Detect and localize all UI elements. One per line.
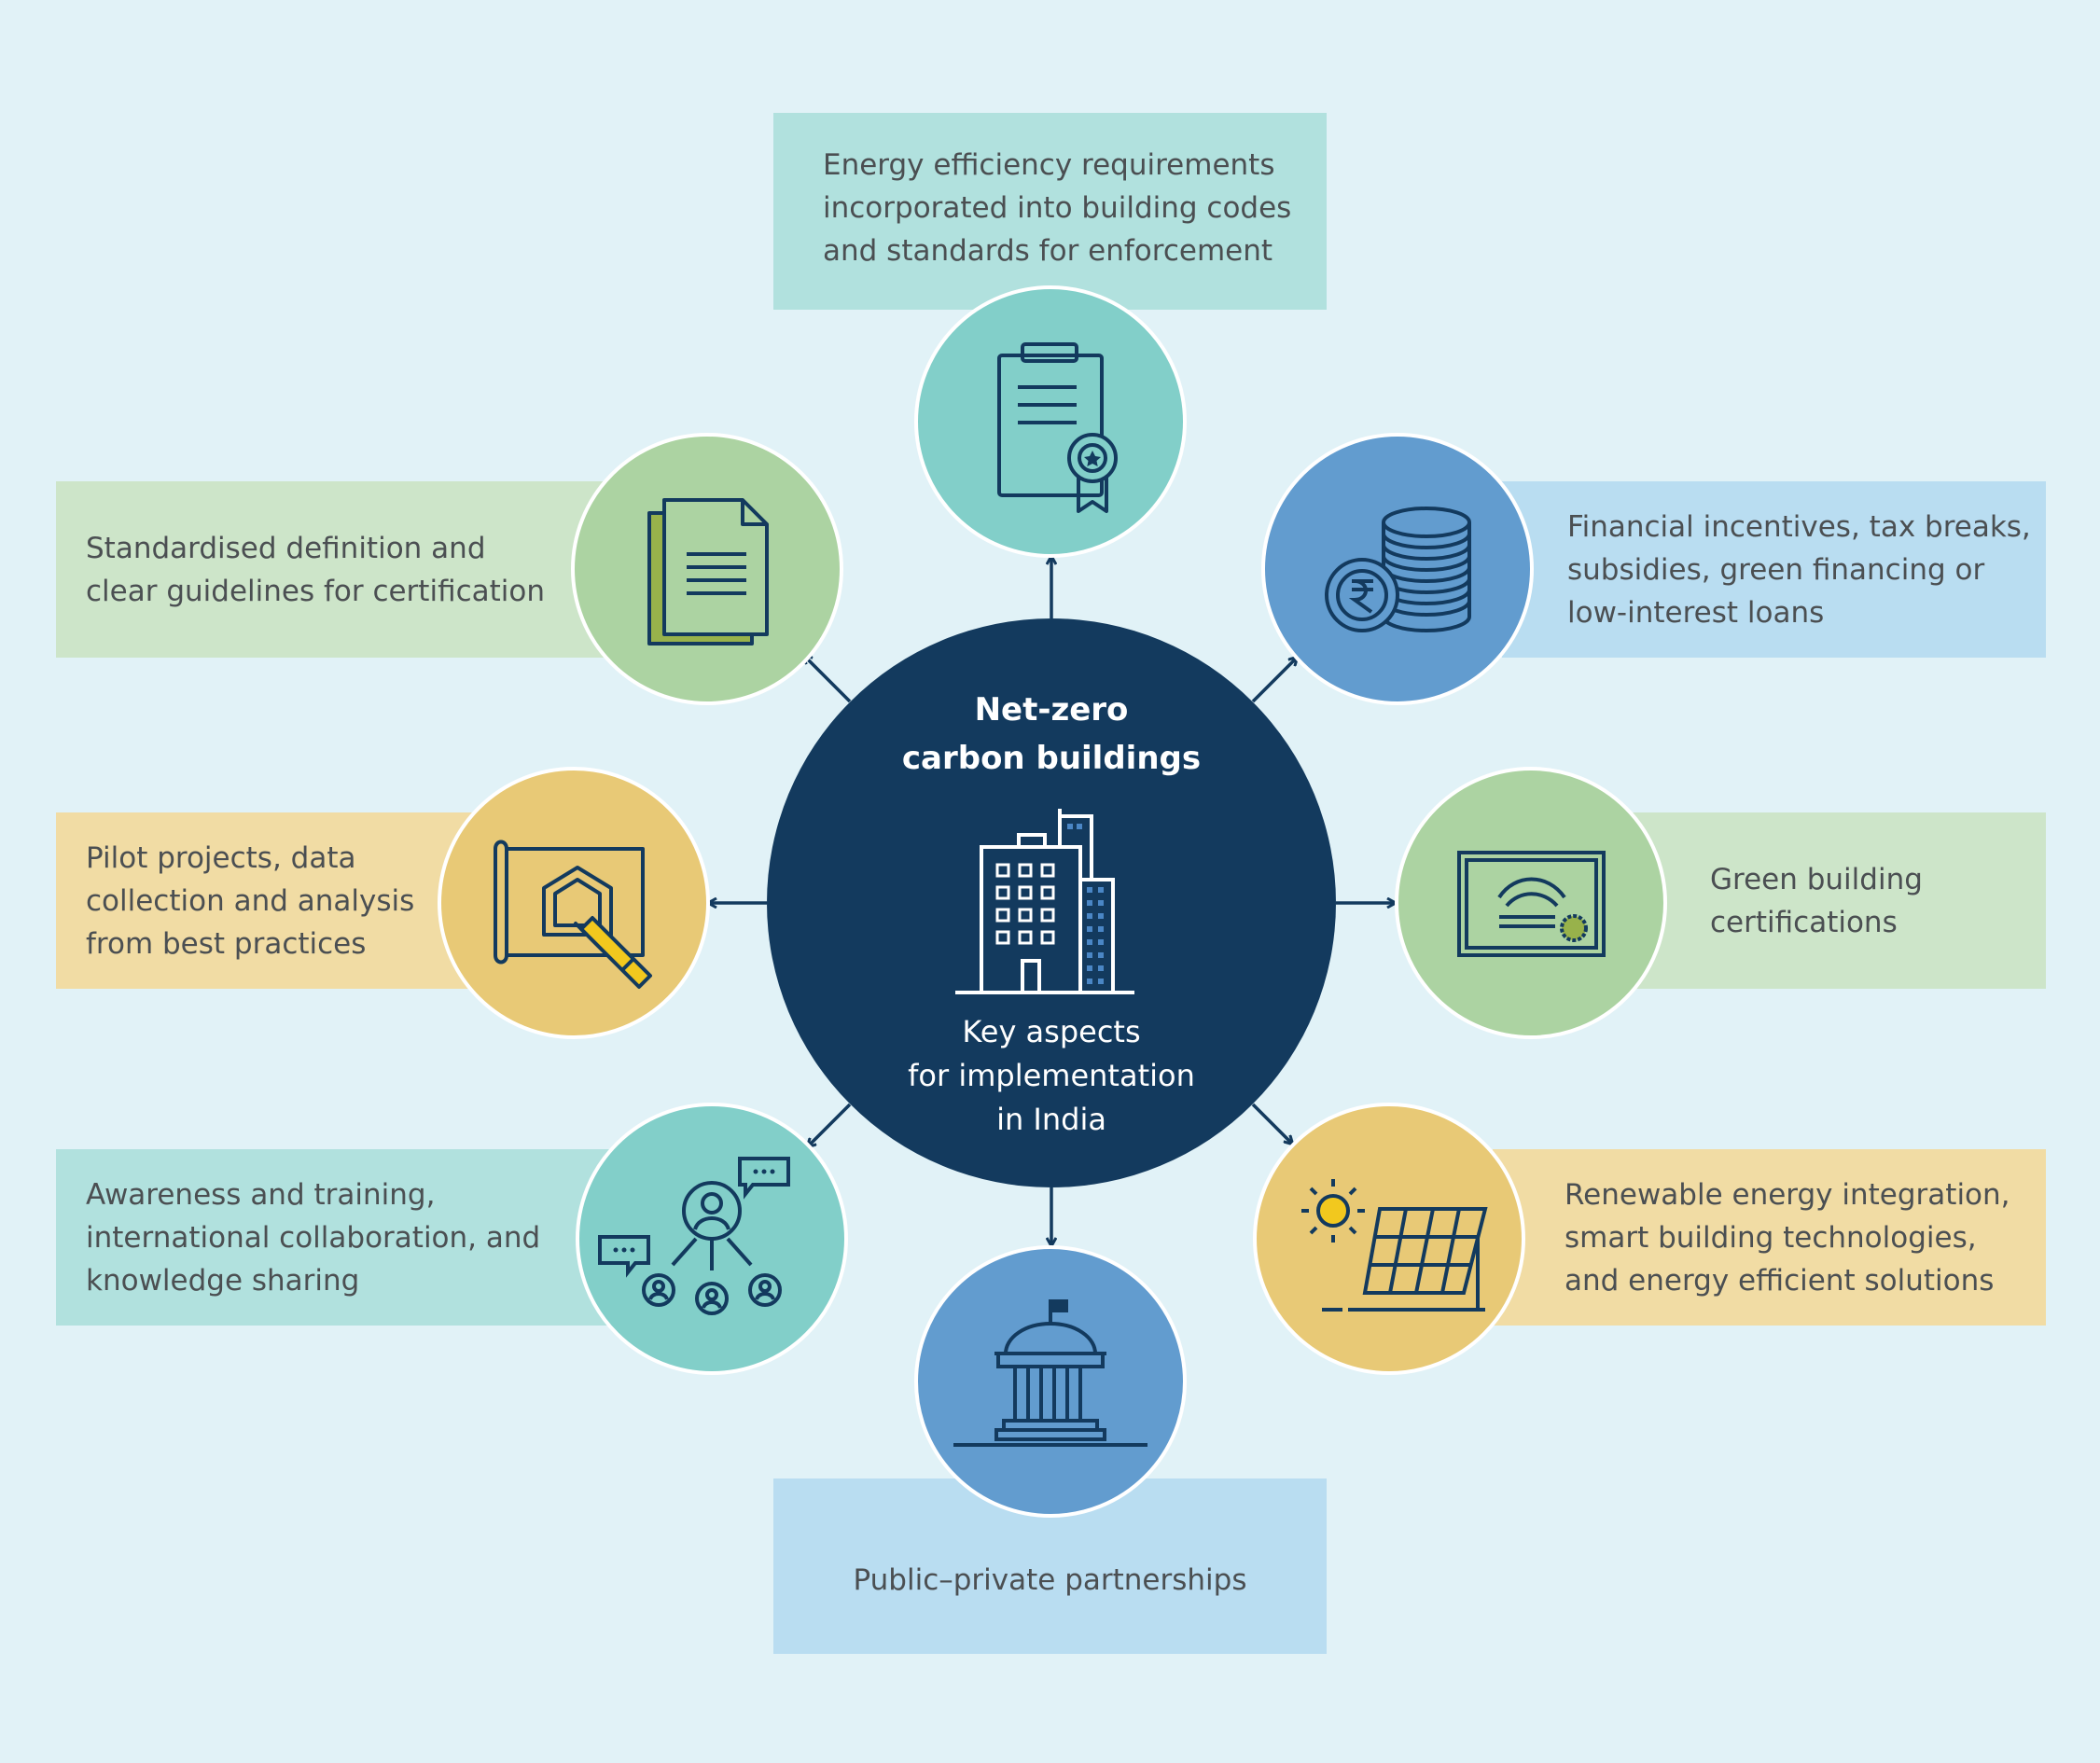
arrow-bottom-right — [1251, 1103, 1292, 1144]
certificate-frame-icon — [1457, 851, 1606, 957]
aspect-circle-awareness-training — [576, 1103, 848, 1375]
arrow-bottom-left — [808, 1103, 852, 1146]
aspect-box-green-certifications: Green building certifications — [1633, 812, 2046, 989]
aspect-box-financial-incentives: Financial incentives, tax breaks, subsid… — [1502, 481, 2046, 658]
aspect-text-standardised-definition: Standardised definition and clear guidel… — [86, 531, 546, 608]
aspect-circle-financial-incentives — [1261, 433, 1534, 705]
sun-solar-panel-icon — [1301, 1179, 1488, 1312]
aspect-text-pilot-projects: Pilot projects, data collection and anal… — [86, 840, 415, 961]
people-network-icon — [598, 1157, 790, 1315]
aspect-circle-building-codes — [914, 285, 1187, 558]
rupee-coins-icon — [1325, 507, 1471, 632]
aspect-text-awareness-training: Awareness and training, international co… — [86, 1177, 541, 1298]
aspect-box-renewable-energy: Renewable energy integration, smart buil… — [1493, 1149, 2046, 1326]
aspect-box-building-codes: Energy efficiency requirements incorpora… — [773, 113, 1327, 310]
aspect-circle-public-private — [914, 1245, 1187, 1518]
center-title-line-1: Net-zero — [974, 691, 1129, 729]
aspect-circle-standardised-definition — [571, 433, 843, 705]
aspect-text-public-private: Public–private partnerships — [853, 1563, 1247, 1597]
center-circle: Net-zero carbon buildings — [767, 618, 1336, 1187]
arrow-top-right — [1251, 658, 1297, 703]
aspect-text-green-certifications: Green building certifications — [1710, 862, 1923, 939]
aspect-circle-green-certifications — [1395, 767, 1667, 1039]
aspect-text-financial-incentives: Financial incentives, tax breaks, subsid… — [1567, 509, 2031, 630]
aspect-box-awareness-training: Awareness and training, international co… — [56, 1149, 616, 1326]
government-building-icon — [953, 1299, 1147, 1447]
aspect-box-standardised-definition: Standardised definition and clear guidel… — [56, 481, 616, 658]
aspect-box-pilot-projects: Pilot projects, data collection and anal… — [56, 812, 485, 989]
center-subtitle: Key aspects for implementation in India — [908, 1014, 1195, 1137]
center-title-line-2: carbon buildings — [901, 740, 1202, 777]
office-building-icon — [955, 809, 1134, 994]
documents-icon — [647, 498, 769, 646]
clipboard-certificate-icon — [997, 342, 1118, 513]
aspect-text-building-codes: Energy efficiency requirements incorpora… — [823, 148, 1292, 268]
aspect-circle-pilot-projects — [438, 767, 710, 1039]
aspect-text-renewable-energy: Renewable energy integration, smart buil… — [1565, 1177, 2010, 1298]
arrow-top-left — [804, 656, 852, 703]
aspect-circle-renewable-energy — [1253, 1103, 1525, 1375]
blueprint-pencil-icon — [494, 840, 652, 989]
